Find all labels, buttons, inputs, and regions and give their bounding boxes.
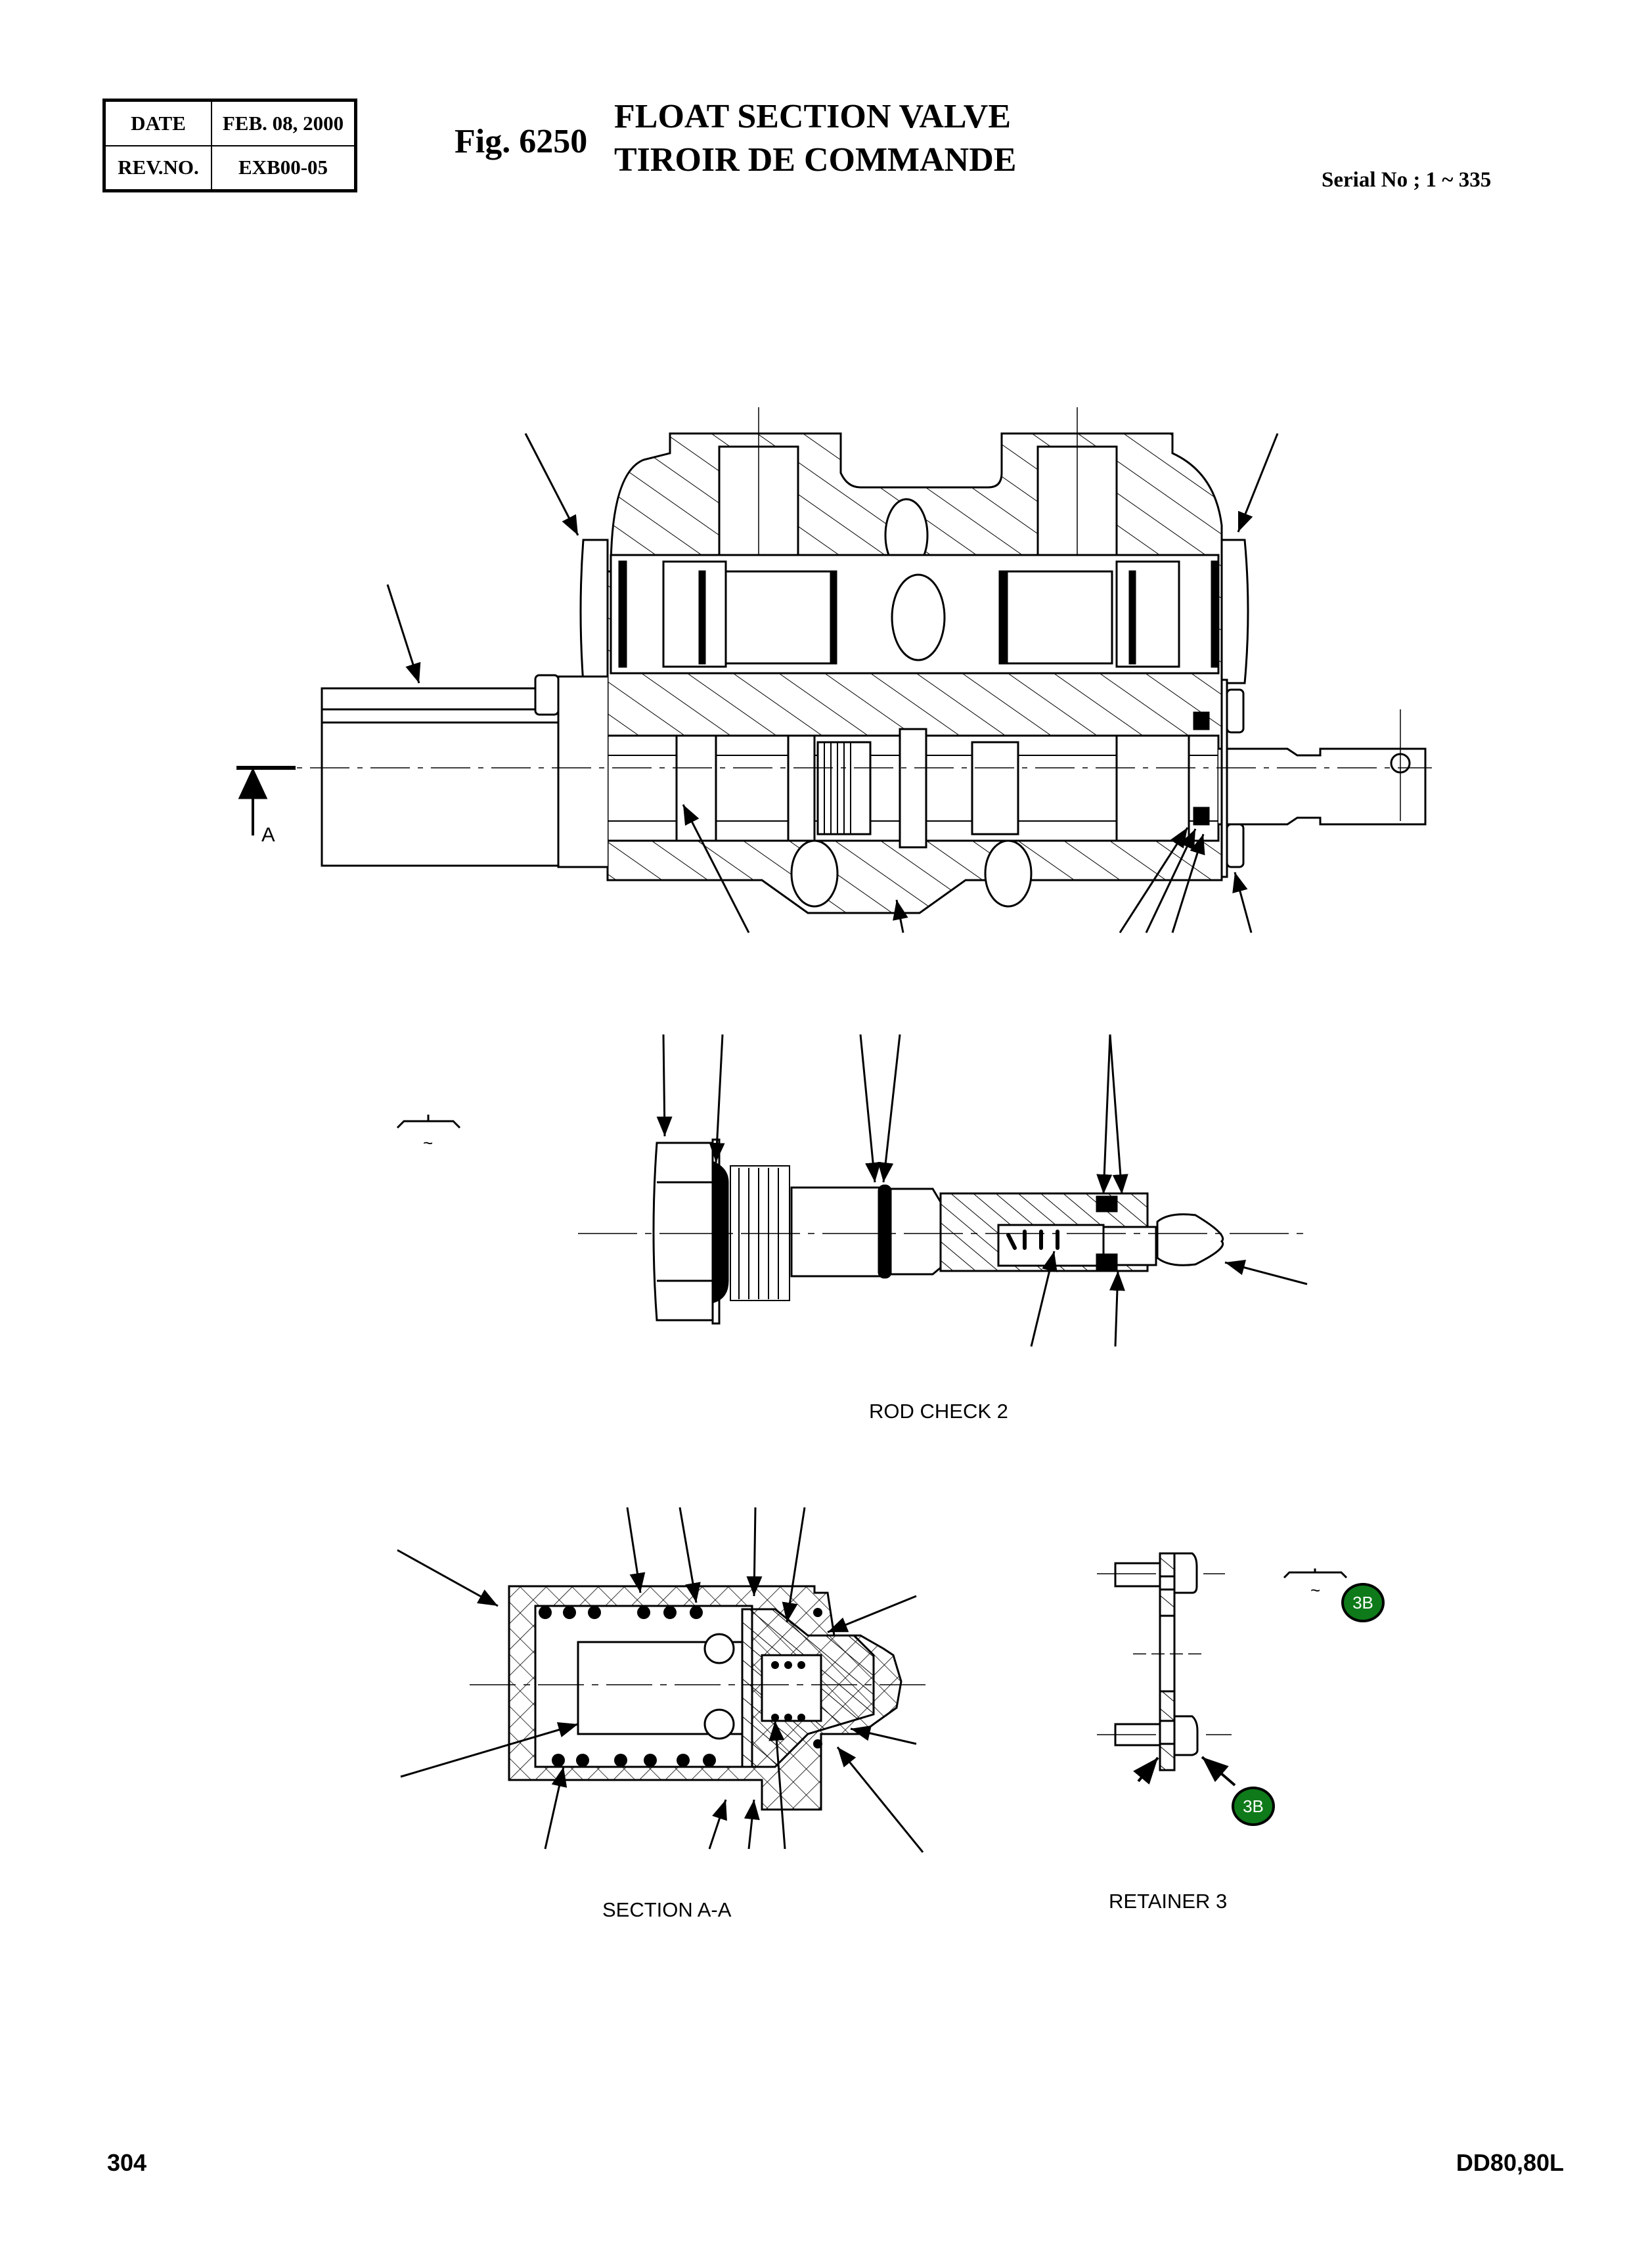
part-badge-3b[interactable]: 3B: [1341, 1583, 1385, 1622]
tilde-symbol: ~: [423, 1133, 434, 1153]
date-value: FEB. 08, 2000: [211, 99, 357, 146]
serial-range: Serial No ; 1 ~ 335: [1322, 168, 1492, 192]
title-french: TIROIR DE COMMANDE: [614, 141, 1017, 179]
retainer-drawing: [1097, 1552, 1348, 1787]
model-name: DD80,80L: [1456, 2149, 1564, 2176]
rev-value: EXB00-05: [211, 145, 357, 192]
page-number: 304: [107, 2149, 147, 2176]
section-a-a-drawing: [397, 1507, 933, 1853]
figure-number: Fig. 6250: [455, 123, 588, 160]
rod-check-caption: ROD CHECK 2: [869, 1400, 1008, 1423]
date-label: DATE: [103, 99, 212, 146]
revision-table: DATE FEB. 08, 2000 REV.NO. EXB00-05: [102, 99, 357, 192]
tilde-symbol-retainer: ~: [1310, 1580, 1321, 1600]
main-valve-section: [236, 407, 1432, 933]
rev-label: REV.NO.: [103, 145, 212, 192]
retainer-caption: RETAINER 3: [1109, 1890, 1228, 1913]
section-a-a-caption: SECTION A-A: [602, 1898, 732, 1921]
rod-check-drawing: [396, 1034, 1308, 1347]
part-badge-3b[interactable]: 3B: [1232, 1787, 1275, 1826]
title-english: FLOAT SECTION VALVE: [614, 98, 1012, 135]
section-marker-label: A: [261, 823, 275, 846]
